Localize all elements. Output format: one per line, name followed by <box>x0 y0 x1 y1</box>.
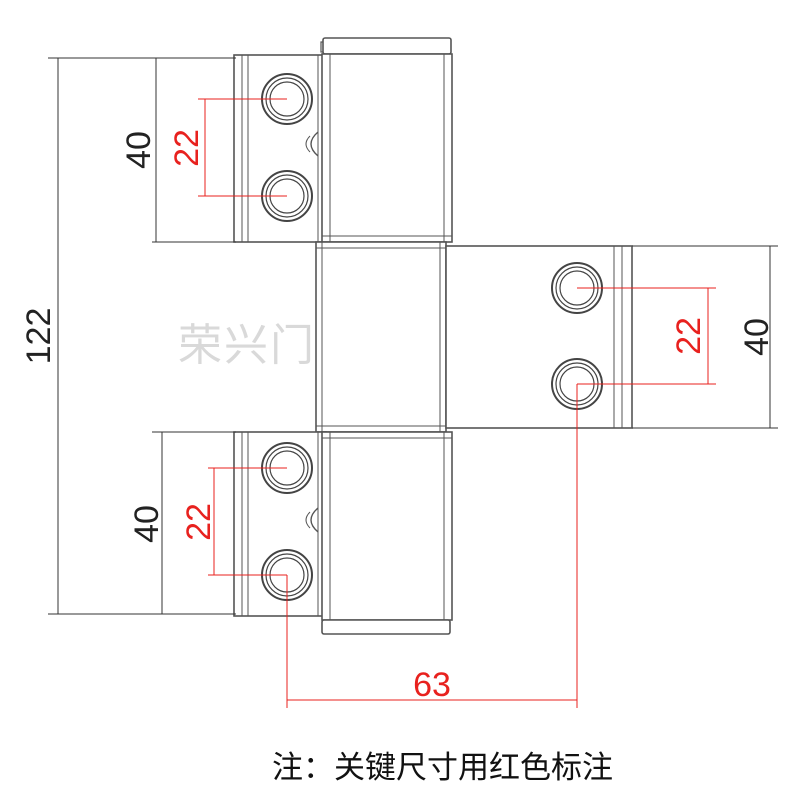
dimension-bottom-hole-spacing: 22 <box>180 503 218 541</box>
dimension-right-leaf-height: 40 <box>738 318 776 356</box>
top-barrel <box>320 37 453 243</box>
dimension-right-hole-spacing: 22 <box>670 317 708 355</box>
dimension-horizontal-offset: 63 <box>413 666 451 704</box>
right-leaf <box>445 245 633 429</box>
dimension-top-hole-spacing: 22 <box>168 129 206 167</box>
dimension-lines-black <box>48 57 778 615</box>
dimension-bottom-leaf-height: 40 <box>128 505 166 543</box>
note-text: 注：关键尺寸用红色标注 <box>272 750 613 786</box>
middle-barrel <box>315 241 459 433</box>
dimension-top-leaf-height: 40 <box>120 131 158 169</box>
dimension-lines-red <box>198 98 716 708</box>
bottom-barrel <box>321 431 453 635</box>
dimension-total-height: 122 <box>20 308 58 365</box>
